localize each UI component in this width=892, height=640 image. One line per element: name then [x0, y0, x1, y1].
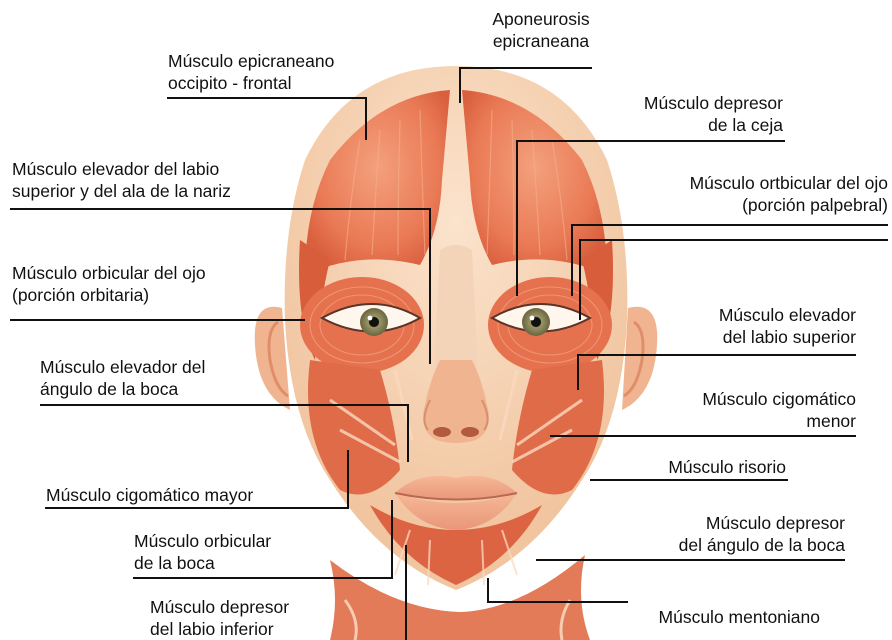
label-mentoniano: Músculo mentoniano — [620, 606, 820, 628]
label-risorio: Músculo risorio — [620, 456, 786, 478]
label-orbicular-orbitaria: Músculo orbicular del ojo(porción orbita… — [12, 262, 206, 306]
right-ear — [622, 307, 657, 410]
label-cigomatico-mayor: Músculo cigomático mayor — [46, 484, 253, 506]
label-orbicular-palpebral: Músculo ortbicular del ojo(porción palpe… — [640, 172, 888, 216]
left-ear — [255, 307, 290, 410]
